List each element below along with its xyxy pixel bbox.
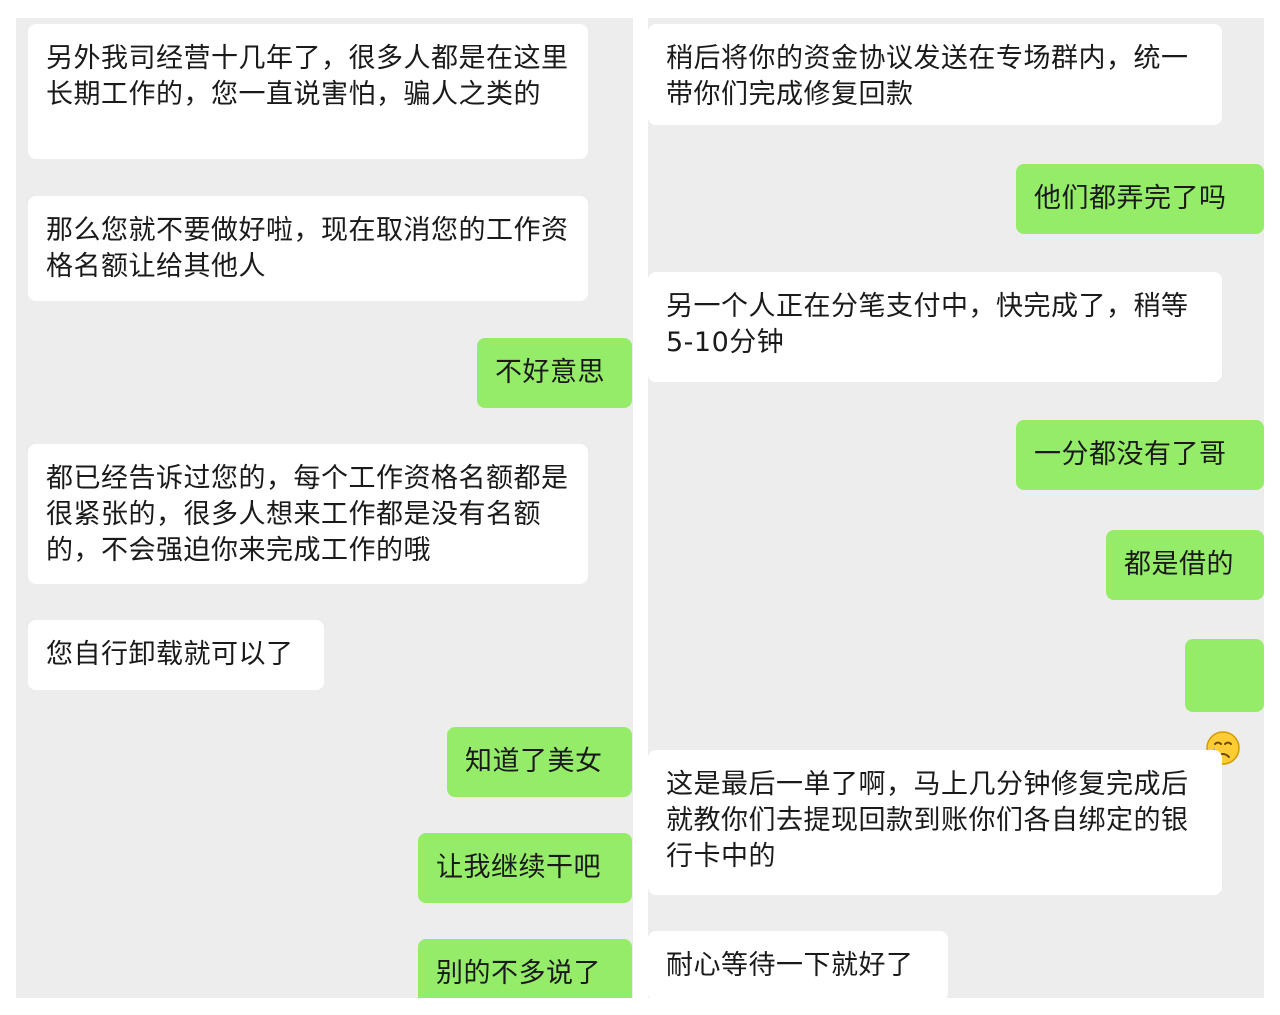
- sent-emoji-message: [1185, 639, 1264, 765]
- sent-message: 别的不多说了: [418, 939, 632, 998]
- received-message: 耐心等待一下就好了: [648, 931, 948, 998]
- received-message: 那么您就不要做好啦，现在取消您的工作资格名额让给其他人: [28, 196, 588, 301]
- received-message: 另外我司经营十几年了，很多人都是在这里长期工作的，您一直说害怕，骗人之类的: [28, 24, 588, 159]
- received-message: 另一个人正在分笔支付中，快完成了，稍等5-10分钟: [648, 272, 1222, 382]
- sent-message: 不好意思: [477, 338, 632, 408]
- right-chat-screenshot: 稍后将你的资金协议发送在专场群内，统一带你们完成修复回款 他们都弄完了吗 另一个…: [648, 18, 1264, 998]
- received-message: 都已经告诉过您的，每个工作资格名额都是很紧张的，很多人想来工作都是没有名额的，不…: [28, 444, 588, 584]
- received-message: 您自行卸载就可以了: [28, 620, 324, 690]
- sent-message: 一分都没有了哥: [1016, 420, 1264, 490]
- sent-message: 让我继续干吧: [418, 833, 632, 903]
- left-chat-screenshot: 另外我司经营十几年了，很多人都是在这里长期工作的，您一直说害怕，骗人之类的 那么…: [16, 18, 633, 998]
- sent-message: 知道了美女: [447, 727, 632, 797]
- sent-message: 他们都弄完了吗: [1016, 164, 1264, 234]
- sent-message: 都是借的: [1106, 530, 1264, 600]
- received-message: 稍后将你的资金协议发送在专场群内，统一带你们完成修复回款: [648, 24, 1222, 125]
- received-message: 这是最后一单了啊，马上几分钟修复完成后就教你们去提现回款到账你们各自绑定的银行卡…: [648, 750, 1222, 895]
